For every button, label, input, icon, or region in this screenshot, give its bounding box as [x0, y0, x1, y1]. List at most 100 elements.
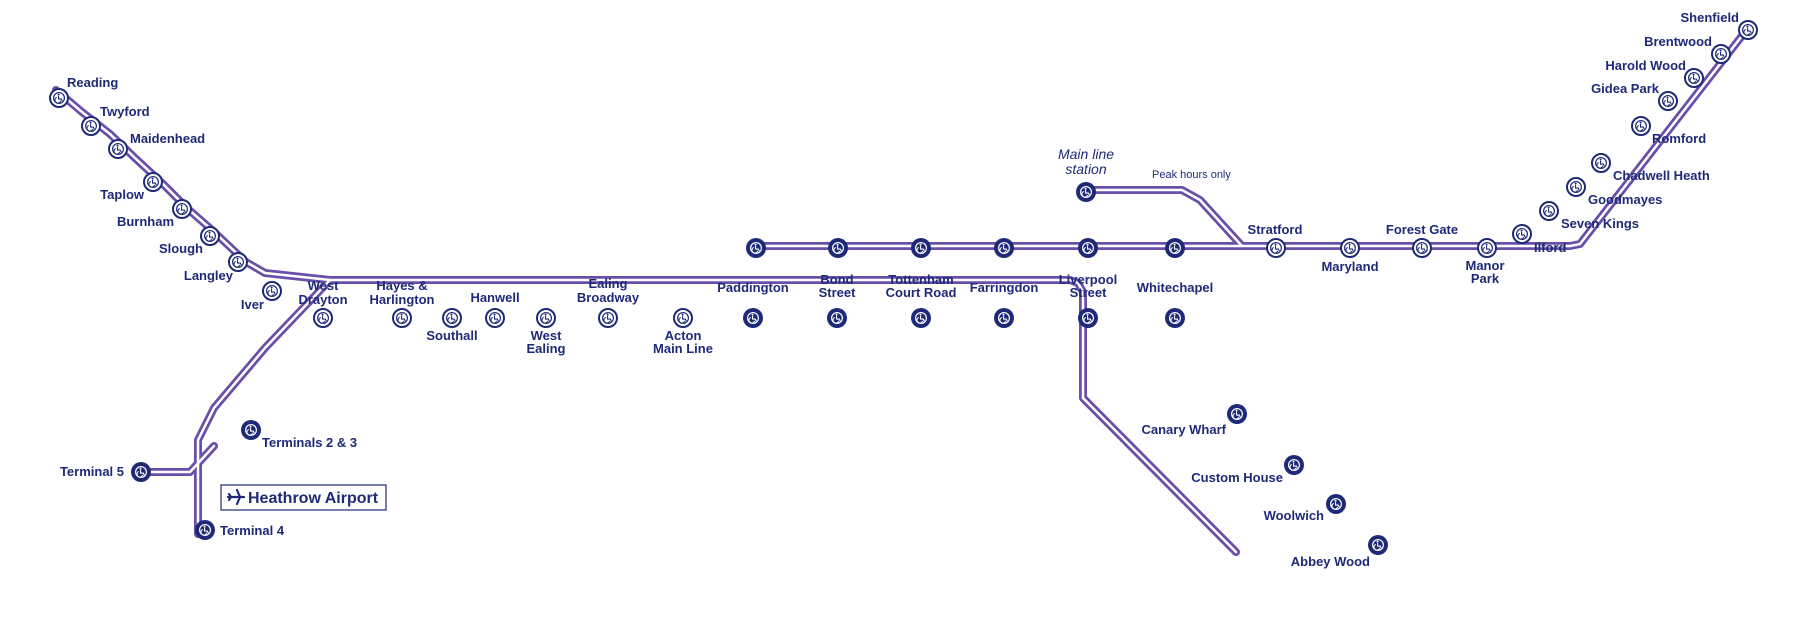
- station-romford[interactable]: Romford: [1631, 116, 1706, 146]
- station-upper-3[interactable]: [911, 238, 931, 258]
- station-stratford[interactable]: Stratford: [1248, 222, 1303, 258]
- line-routes: [52, 28, 1749, 556]
- station-upper-2[interactable]: [828, 238, 848, 258]
- station-label-line1: West: [531, 328, 562, 343]
- station-shenfield[interactable]: Shenfield: [1680, 10, 1758, 40]
- station-taplow[interactable]: Taplow: [100, 172, 163, 202]
- stations-southeast-branch: Canary Wharf Custom House Woolwich Abbey…: [1141, 404, 1388, 569]
- station-label-line2: Park: [1471, 271, 1500, 286]
- station-label: Canary Wharf: [1141, 422, 1226, 437]
- station-brentwood[interactable]: Brentwood: [1644, 34, 1731, 64]
- station-hanwell[interactable]: Hanwell: [470, 290, 520, 328]
- station-label: Hanwell: [470, 290, 519, 305]
- station-west-drayton[interactable]: West Drayton: [298, 278, 348, 328]
- station-label-line1: Manor: [1466, 258, 1505, 273]
- station-gidea-park[interactable]: Gidea Park: [1591, 81, 1678, 111]
- station-west-ealing[interactable]: West Ealing: [526, 308, 566, 356]
- stations-heathrow-branch: Terminals 2 & 3 Terminal 5 Terminal 4: [60, 420, 357, 540]
- station-label: Stratford: [1248, 222, 1303, 237]
- station-label: Twyford: [100, 104, 150, 119]
- station-label: Gidea Park: [1591, 81, 1660, 96]
- stations-east-branch: Stratford Maryland Forest Gate Manor Par…: [1248, 10, 1758, 286]
- heathrow-airport-label[interactable]: Heathrow Airport: [220, 484, 387, 511]
- station-label: Burnham: [117, 214, 174, 229]
- station-abbey-wood[interactable]: Abbey Wood: [1291, 535, 1388, 569]
- station-upper-1[interactable]: [746, 238, 766, 258]
- station-tottenham-court-road[interactable]: Tottenham Court Road: [886, 272, 957, 328]
- station-southall[interactable]: Southall: [426, 308, 478, 343]
- station-label: Taplow: [100, 187, 145, 202]
- legend-main-line-station-icon: [1076, 182, 1096, 202]
- station-label-line1: Acton: [665, 328, 702, 343]
- station-ilford[interactable]: Ilford: [1512, 224, 1567, 255]
- station-twyford[interactable]: Twyford: [81, 104, 150, 136]
- station-seven-kings[interactable]: Seven Kings: [1539, 201, 1639, 231]
- legend: Main line station Peak hours only: [1058, 146, 1231, 202]
- station-label-line1: Bond: [820, 272, 853, 287]
- station-langley[interactable]: Langley: [184, 252, 248, 283]
- station-label: Romford: [1652, 131, 1706, 146]
- station-terminal-5[interactable]: Terminal 5: [60, 462, 151, 482]
- station-upper-6[interactable]: [1165, 238, 1185, 258]
- station-label-line2: Main Line: [653, 341, 713, 356]
- station-label-line2: Harlington: [370, 292, 435, 307]
- station-maryland[interactable]: Maryland: [1321, 238, 1379, 274]
- station-label: Harold Wood: [1605, 58, 1686, 73]
- station-label: Iver: [241, 297, 264, 312]
- station-label: Ilford: [1534, 240, 1567, 255]
- station-label: Maryland: [1321, 259, 1378, 274]
- station-canary-wharf[interactable]: Canary Wharf: [1141, 404, 1247, 437]
- airport-name: Heathrow Airport: [248, 490, 379, 507]
- station-paddington[interactable]: Paddington: [717, 280, 789, 328]
- legend-main-line-label-2: station: [1065, 161, 1106, 177]
- station-label: Chadwell Heath: [1613, 168, 1710, 183]
- station-custom-house[interactable]: Custom House: [1191, 455, 1304, 485]
- station-hayes-harlington[interactable]: Hayes & Harlington: [370, 278, 435, 328]
- station-label: Custom House: [1191, 470, 1283, 485]
- station-farringdon[interactable]: Farringdon: [970, 280, 1039, 328]
- station-chadwell-heath[interactable]: Chadwell Heath: [1591, 153, 1710, 183]
- stations-central: Paddington Bond Street Tottenham Court R…: [717, 238, 1213, 328]
- station-slough[interactable]: Slough: [159, 226, 220, 256]
- station-label-line2: Broadway: [577, 290, 640, 305]
- route-inner: [54, 30, 1747, 554]
- station-label: Shenfield: [1680, 10, 1739, 25]
- station-label-line1: Liverpool: [1059, 272, 1118, 287]
- station-label: Woolwich: [1264, 508, 1324, 523]
- station-label: Terminals 2 & 3: [262, 435, 357, 450]
- station-label: Paddington: [717, 280, 789, 295]
- station-reading[interactable]: Reading: [49, 75, 118, 108]
- station-burnham[interactable]: Burnham: [117, 199, 192, 229]
- station-ealing-broadway[interactable]: Ealing Broadway: [577, 276, 640, 328]
- station-liverpool-street[interactable]: Liverpool Street: [1059, 272, 1118, 328]
- station-whitechapel[interactable]: Whitechapel: [1137, 280, 1214, 328]
- station-woolwich[interactable]: Woolwich: [1264, 494, 1346, 523]
- station-label-line2: Street: [1070, 285, 1108, 300]
- station-label-line2: Court Road: [886, 285, 957, 300]
- station-goodmayes[interactable]: Goodmayes: [1566, 177, 1662, 207]
- station-label: Terminal 5: [60, 464, 124, 479]
- station-label: Maidenhead: [130, 131, 205, 146]
- station-label: Seven Kings: [1561, 216, 1639, 231]
- station-forest-gate[interactable]: Forest Gate: [1386, 222, 1458, 258]
- station-iver[interactable]: Iver: [241, 281, 282, 312]
- airplane-icon: [226, 488, 246, 506]
- station-bond-street[interactable]: Bond Street: [819, 272, 857, 328]
- station-label-line1: Hayes &: [376, 278, 427, 293]
- station-upper-5[interactable]: [1078, 238, 1098, 258]
- station-maidenhead[interactable]: Maidenhead: [108, 131, 205, 159]
- station-terminal-4[interactable]: Terminal 4: [195, 520, 285, 540]
- station-upper-4[interactable]: [994, 238, 1014, 258]
- station-label: Forest Gate: [1386, 222, 1458, 237]
- station-manor-park[interactable]: Manor Park: [1466, 238, 1505, 286]
- station-label: Brentwood: [1644, 34, 1712, 49]
- station-label-line2: Street: [819, 285, 857, 300]
- station-label: Farringdon: [970, 280, 1039, 295]
- station-label: Whitechapel: [1137, 280, 1214, 295]
- stations-west-branch: Reading Twyford Maidenhead Taplow Burnha…: [49, 75, 713, 356]
- station-terminals-2-3[interactable]: Terminals 2 & 3: [241, 420, 357, 450]
- station-label: Slough: [159, 241, 203, 256]
- station-acton-main-line[interactable]: Acton Main Line: [653, 308, 713, 356]
- station-harold-wood[interactable]: Harold Wood: [1605, 58, 1704, 88]
